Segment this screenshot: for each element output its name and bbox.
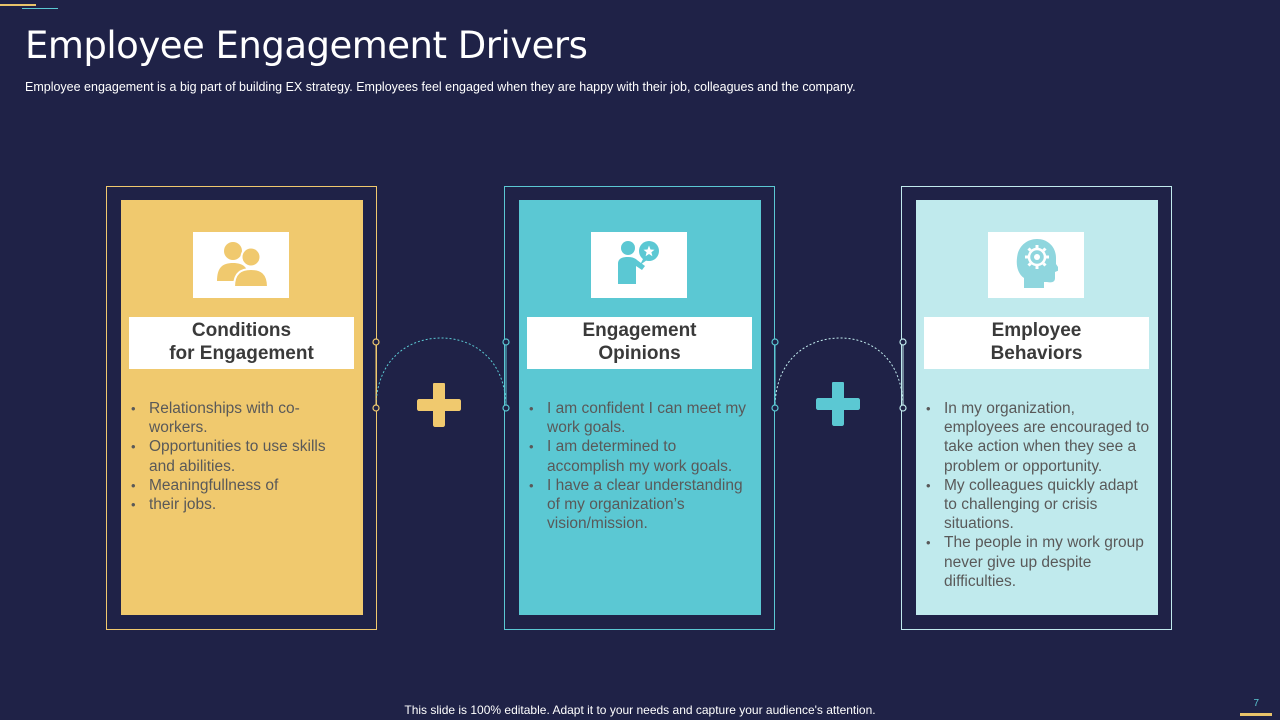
speaking-person-icon <box>615 238 663 293</box>
card-behaviors: Employee Behaviors In my organization, e… <box>916 200 1158 615</box>
bullet-item: The people in my work group never give u… <box>924 533 1150 591</box>
bullet-list: I am confident I can meet my work goals.… <box>527 399 753 533</box>
bullet-item: Relationships with co-workers. <box>129 399 355 437</box>
top-accent-line <box>22 8 58 9</box>
top-accent-line <box>0 4 36 6</box>
icon-box <box>988 232 1084 298</box>
card-heading: Conditions for Engagement <box>169 320 314 364</box>
icon-box <box>591 232 687 298</box>
card-heading-box: Employee Behaviors <box>924 317 1149 369</box>
connector-arc <box>372 337 510 412</box>
bullet-item: I have a clear understanding of my organ… <box>527 476 753 534</box>
bullet-item: Meaningfullness of <box>129 476 355 495</box>
slide-subtitle: Employee engagement is a big part of bui… <box>25 80 856 94</box>
people-icon <box>211 237 271 294</box>
page-number-underline <box>1240 713 1272 716</box>
plus-icon <box>417 383 461 427</box>
page-number: 7 <box>1253 698 1259 709</box>
bullet-item: their jobs. <box>129 495 355 514</box>
footer-note: This slide is 100% editable. Adapt it to… <box>404 703 876 717</box>
bullet-item: I am confident I can meet my work goals. <box>527 399 753 437</box>
card-heading-box: Engagement Opinions <box>527 317 752 369</box>
bullet-list: Relationships with co-workers. Opportuni… <box>129 399 355 514</box>
plus-icon <box>816 382 860 426</box>
head-gear-icon <box>1014 236 1060 295</box>
bullet-list: In my organization, employees are encour… <box>924 399 1150 591</box>
card-conditions: Conditions for Engagement Relationships … <box>121 200 363 615</box>
connector-arc <box>771 337 907 412</box>
card-heading-box: Conditions for Engagement <box>129 317 354 369</box>
bullet-item: I am determined to accomplish my work go… <box>527 437 753 475</box>
bullet-item: Opportunities to use skills and abilitie… <box>129 437 355 475</box>
card-opinions: Engagement Opinions I am confident I can… <box>519 200 761 615</box>
bullet-item: My colleagues quickly adapt to challengi… <box>924 476 1150 534</box>
slide-title: Employee Engagement Drivers <box>25 24 588 67</box>
card-heading: Employee Behaviors <box>990 320 1083 364</box>
card-heading: Engagement Opinions <box>582 320 697 364</box>
icon-box <box>193 232 289 298</box>
bullet-item: In my organization, employees are encour… <box>924 399 1150 476</box>
